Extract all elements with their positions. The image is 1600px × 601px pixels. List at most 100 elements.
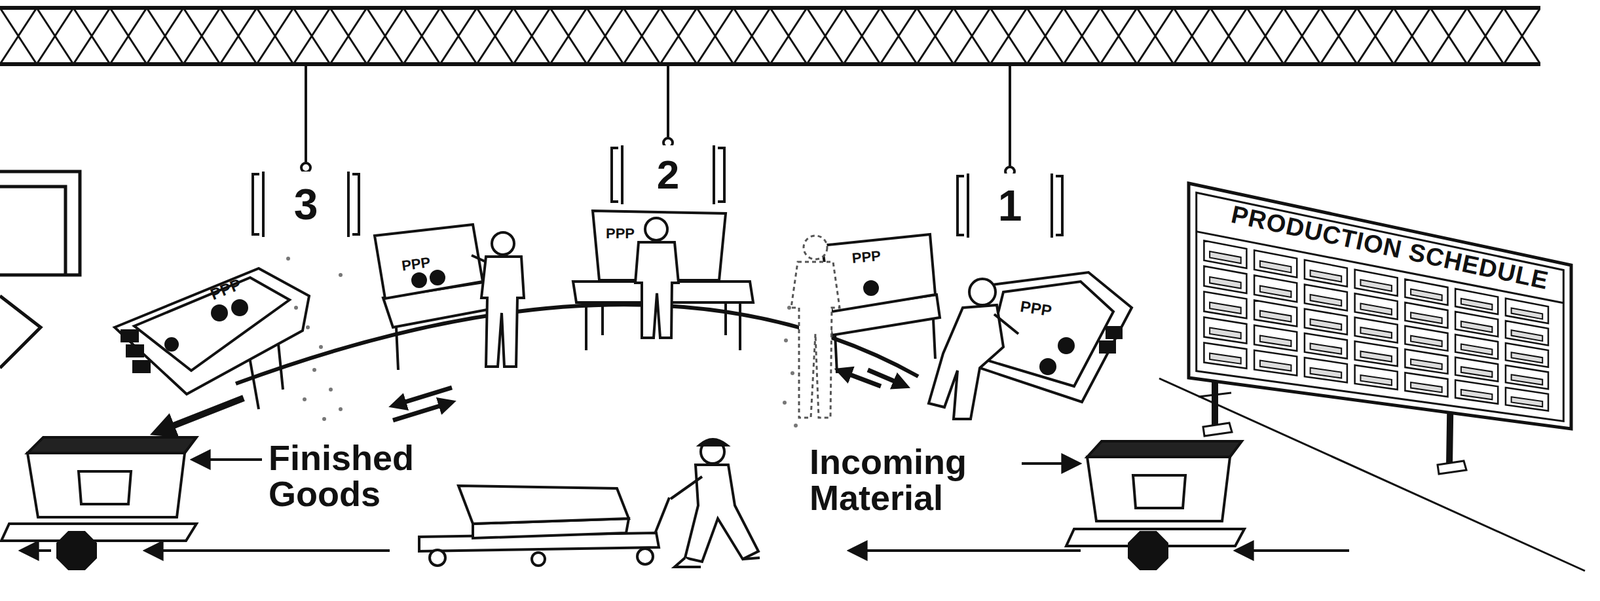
dot bbox=[328, 387, 333, 392]
machine-station-1 bbox=[821, 234, 940, 374]
material-cart bbox=[419, 485, 670, 566]
station-sign: 1 bbox=[954, 173, 1065, 238]
control-knob bbox=[1059, 338, 1074, 354]
kanban-stop bbox=[1129, 532, 1168, 570]
overhead-truss bbox=[0, 7, 1541, 65]
bin-finished-goods bbox=[1, 437, 197, 541]
cart-wheel bbox=[429, 550, 446, 566]
operator-head bbox=[645, 218, 668, 241]
control-buttons bbox=[121, 330, 150, 373]
area-label: Finished Goods bbox=[268, 440, 466, 513]
dot bbox=[782, 400, 787, 405]
leader-arrow bbox=[204, 458, 262, 462]
dot bbox=[318, 345, 323, 350]
station-number: 3 bbox=[250, 171, 362, 238]
operator-station-2 bbox=[635, 218, 679, 338]
rod-eye bbox=[301, 163, 311, 173]
material-handler bbox=[670, 439, 760, 568]
transfer-arrow bbox=[867, 370, 899, 384]
bin-contents bbox=[1087, 441, 1242, 458]
output-arrow bbox=[167, 398, 244, 429]
operator-body bbox=[791, 261, 840, 418]
transfer-arrow bbox=[400, 387, 452, 404]
operator-arm bbox=[994, 314, 1019, 335]
flow-arrow bbox=[157, 549, 390, 553]
machine-panel bbox=[374, 224, 483, 299]
cart-box bbox=[458, 485, 629, 524]
partial-table bbox=[0, 296, 41, 369]
bin-incoming-material bbox=[1066, 441, 1245, 547]
board-foot bbox=[1203, 423, 1467, 475]
left-edge-objects bbox=[0, 171, 80, 369]
machine-panel bbox=[986, 281, 1114, 387]
operator-head bbox=[803, 235, 828, 260]
operator-body bbox=[928, 305, 1004, 420]
flow-arrow bbox=[1247, 549, 1350, 553]
dot bbox=[286, 256, 291, 261]
machine-body bbox=[114, 268, 310, 395]
cart-wheel bbox=[531, 552, 545, 566]
station-sign: 3 bbox=[250, 171, 362, 238]
control-knob bbox=[412, 273, 426, 287]
leader-arrow bbox=[1021, 462, 1068, 466]
dot bbox=[790, 371, 795, 376]
board-inner-frame bbox=[1196, 192, 1564, 422]
dot bbox=[793, 423, 798, 428]
station-number: 1 bbox=[954, 173, 1065, 238]
control-knob bbox=[430, 271, 445, 285]
operator-body bbox=[481, 256, 524, 367]
dot bbox=[338, 407, 343, 412]
operator-body bbox=[635, 242, 679, 338]
spray-dots bbox=[286, 256, 798, 428]
station-sign: 2 bbox=[609, 145, 727, 205]
dot bbox=[312, 368, 317, 373]
operator-head bbox=[491, 232, 515, 255]
transfer-arrow bbox=[392, 404, 445, 421]
truss-chord bbox=[0, 7, 1541, 65]
operator-station-1-back bbox=[791, 235, 840, 418]
cart-handle bbox=[654, 497, 670, 534]
bin-card bbox=[1133, 475, 1186, 509]
machine-left-front bbox=[114, 268, 310, 410]
dot bbox=[322, 417, 327, 422]
bin-card bbox=[78, 471, 131, 505]
flow-arrow bbox=[861, 549, 1081, 553]
bin-body bbox=[1087, 457, 1230, 522]
machine-mark: PPP bbox=[851, 248, 882, 266]
handler-cap bbox=[699, 439, 727, 446]
station-number: 2 bbox=[609, 145, 727, 205]
control-knob bbox=[1040, 359, 1056, 374]
handler-feet bbox=[674, 558, 760, 568]
control-knob bbox=[232, 300, 247, 316]
dot bbox=[787, 305, 792, 310]
operator-station-3 bbox=[471, 232, 524, 367]
handler-arm bbox=[670, 476, 703, 500]
material-flow-line bbox=[32, 532, 1350, 570]
dot bbox=[338, 273, 343, 278]
control-knob bbox=[165, 338, 178, 351]
machine-station-2 bbox=[573, 210, 754, 351]
flow-arrows bbox=[167, 370, 899, 429]
dot bbox=[302, 397, 307, 402]
schedule-board: PRODUCTION SCHEDULE bbox=[1188, 183, 1576, 498]
operator-arm bbox=[471, 255, 486, 262]
flow-arrow bbox=[32, 549, 52, 553]
control-buttons bbox=[1100, 327, 1122, 353]
board-outline bbox=[1188, 183, 1572, 429]
partial-cabinet bbox=[0, 171, 80, 276]
dot bbox=[305, 325, 310, 330]
dot bbox=[294, 305, 298, 310]
truss-lattice bbox=[0, 7, 1541, 65]
bin-contents bbox=[27, 437, 197, 454]
area-label: Incoming Material bbox=[809, 444, 1020, 517]
machine-mark: PPP bbox=[605, 226, 635, 242]
control-knob bbox=[864, 281, 878, 295]
cart-wheel bbox=[637, 548, 653, 565]
operator-head bbox=[969, 279, 996, 306]
machine-station-3 bbox=[374, 224, 498, 371]
bin-pallet bbox=[1, 523, 197, 541]
control-knob bbox=[212, 305, 227, 321]
operator-right-front bbox=[928, 279, 1019, 420]
kanban-stop bbox=[57, 532, 96, 570]
